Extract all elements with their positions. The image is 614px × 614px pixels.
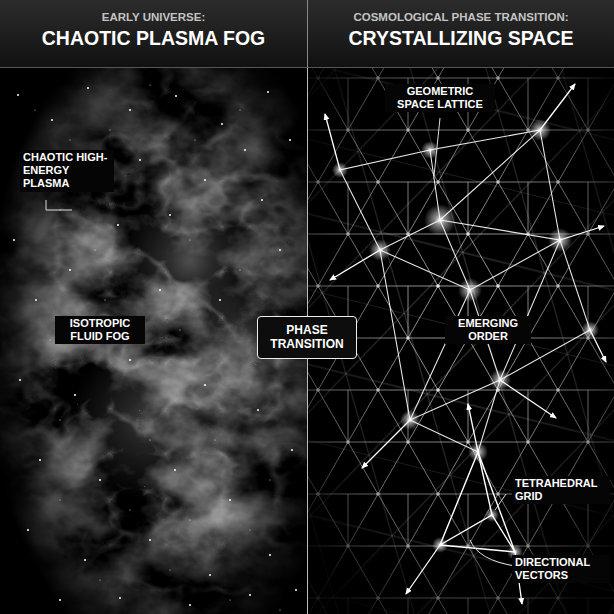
- header-title: CRYSTALLIZING SPACE: [308, 27, 614, 49]
- callout-label: DIRECTIONAL VECTORS: [512, 555, 610, 583]
- panel-header: EARLY UNIVERSE: CHAOTIC PLASMA FOG: [0, 0, 307, 68]
- tetrahedron: [440, 452, 515, 552]
- star-field: [14, 88, 296, 605]
- region-label: EMERGING ORDER: [445, 316, 531, 344]
- header-title: CHAOTIC PLASMA FOG: [0, 27, 307, 49]
- lattice-node: [332, 119, 599, 462]
- callout-label: CHAOTIC HIGH-ENERGY PLASMA: [20, 150, 114, 192]
- panel-header: COSMOLOGICAL PHASE TRANSITION: CRYSTALLIZ…: [307, 0, 614, 68]
- lattice-highlight: [340, 130, 590, 452]
- region-label: ISOTROPIC FLUID FOG: [55, 316, 145, 344]
- box-text: PHASE TRANSITION: [266, 323, 348, 352]
- callout-label: GEOMETRIC SPACE LATTICE: [385, 84, 495, 112]
- transition-box: PHASE TRANSITION: [257, 316, 357, 359]
- header-subtitle: EARLY UNIVERSE:: [0, 11, 307, 24]
- callout-label: TETRAHEDRAL GRID: [512, 476, 610, 504]
- vector-arrow: [325, 84, 606, 604]
- lattice-node: [432, 508, 523, 560]
- header-subtitle: COSMOLOGICAL PHASE TRANSITION:: [308, 11, 614, 24]
